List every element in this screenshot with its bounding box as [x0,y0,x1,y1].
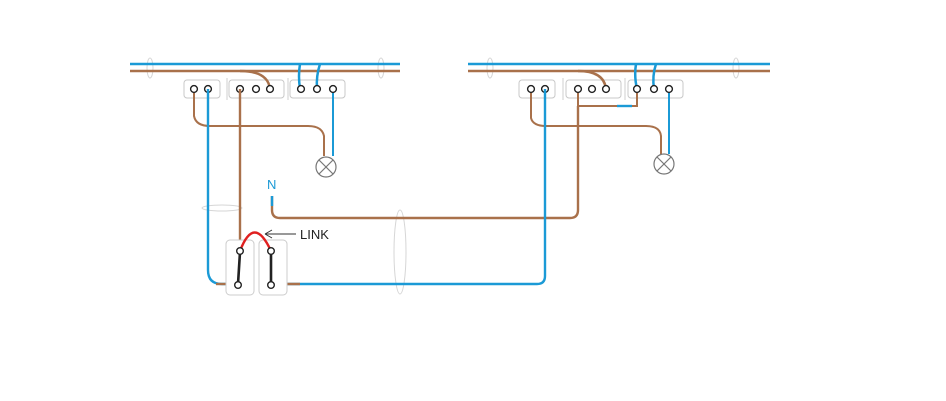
link-arrow-icon [264,229,296,239]
switch-gang-2 [258,239,288,296]
right-lamp-live [530,89,662,154]
right-switch-live-run [270,106,580,220]
right-switched-live-return [577,89,638,107]
left-terminal-block-neutral [183,79,221,99]
right-switch-return [272,89,547,286]
cable-sheath-marks [146,57,740,295]
two-gang-switch [225,231,288,296]
switch-lever-1 [236,251,242,285]
left-lamp-live [193,89,325,156]
right-terminal-block-neutral [518,79,556,99]
neutral-label: N [267,177,276,192]
left-lamp-icon [315,156,337,178]
left-ceiling-rose [130,62,400,156]
link-label: LINK [300,227,329,242]
link-wire [238,231,273,252]
right-ceiling-rose [468,62,770,154]
right-lamp-icon [653,153,675,175]
switch-terminals [233,246,276,290]
